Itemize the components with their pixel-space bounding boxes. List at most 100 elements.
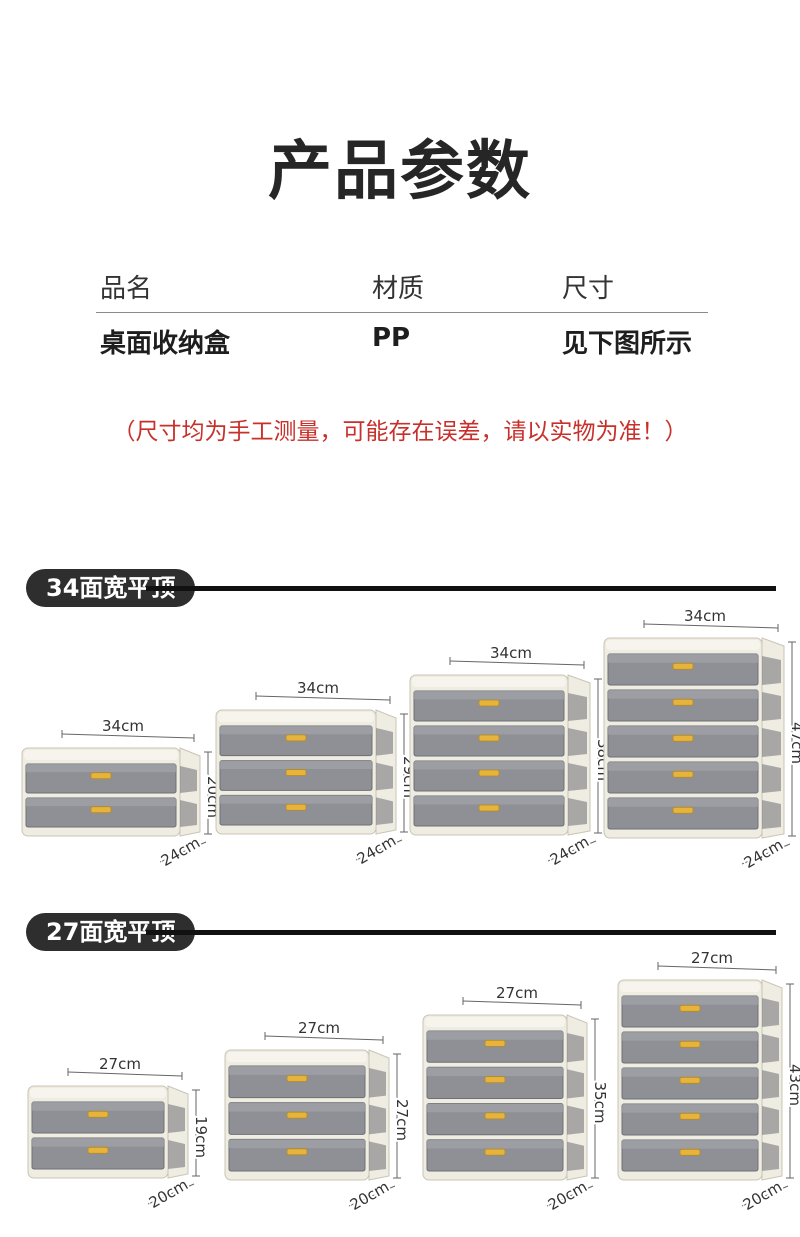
value-size: 见下图所示 bbox=[562, 329, 693, 359]
drawer-handle bbox=[484, 1076, 506, 1084]
unit-top-lid bbox=[425, 1017, 565, 1027]
drawer-side bbox=[376, 762, 393, 791]
drawer-handle bbox=[286, 1148, 308, 1156]
header-size: 尺寸 bbox=[562, 274, 615, 304]
drawer-handle bbox=[672, 734, 694, 742]
drawer-handle bbox=[90, 772, 112, 780]
drawer-side bbox=[762, 656, 781, 685]
drawer-handle bbox=[672, 662, 694, 670]
width-dimension-line bbox=[462, 1000, 582, 1006]
drawer-side bbox=[376, 797, 393, 825]
drawer-shine bbox=[608, 690, 758, 699]
width-dimension-line bbox=[449, 660, 585, 666]
drawer-shine bbox=[229, 1139, 365, 1149]
drawer-side bbox=[762, 1070, 779, 1099]
unit-top-lid bbox=[218, 712, 374, 722]
drawer-shine bbox=[414, 691, 564, 700]
width-dimension-line bbox=[67, 1071, 183, 1077]
drawer-shine bbox=[32, 1138, 164, 1147]
drawer-handle bbox=[679, 1148, 701, 1156]
unit-top-lid bbox=[227, 1052, 367, 1062]
drawer-shine bbox=[622, 1032, 758, 1041]
width-label: 34cm bbox=[490, 644, 532, 662]
drawer-handle bbox=[87, 1110, 109, 1118]
height-label: 35cm bbox=[591, 1082, 609, 1124]
width-dimension-line bbox=[61, 733, 195, 739]
header-material: 材质 bbox=[372, 274, 425, 304]
drawer-side bbox=[762, 1034, 779, 1063]
depth-dimension-line bbox=[355, 839, 403, 861]
depth-dimension-line bbox=[348, 1185, 396, 1207]
width-label: 34cm bbox=[102, 717, 144, 735]
drawer-side bbox=[762, 800, 781, 829]
width-label: 27cm bbox=[298, 1019, 340, 1037]
depth-dimension-line bbox=[546, 1185, 594, 1207]
depth-label: 20cm bbox=[347, 1177, 392, 1214]
drawer-side bbox=[568, 728, 587, 756]
depth-label: 20cm bbox=[146, 1175, 191, 1212]
drawer-side bbox=[762, 764, 781, 793]
width-label: 27cm bbox=[298, 1019, 340, 1037]
drawer-shine bbox=[608, 762, 758, 771]
drawer-side bbox=[762, 998, 779, 1027]
value-name: 桌面收纳盒 bbox=[100, 329, 231, 359]
depth-label: 24cm bbox=[741, 835, 786, 872]
depth-label: 24cm bbox=[354, 831, 399, 868]
drawer-side bbox=[568, 693, 587, 721]
depth-dimension-line bbox=[741, 843, 791, 865]
drawer-handle bbox=[478, 699, 500, 707]
drawer-handle bbox=[285, 734, 307, 742]
drawer-handle bbox=[478, 734, 500, 742]
drawer-side bbox=[567, 1033, 584, 1063]
drawer-shine bbox=[414, 796, 564, 805]
height-label: 19cm bbox=[192, 1116, 210, 1158]
drawer-shine bbox=[229, 1066, 365, 1075]
drawer-shine bbox=[414, 726, 564, 735]
drawer-handle bbox=[484, 1112, 506, 1120]
drawer-shine bbox=[220, 760, 372, 769]
drawer-handle bbox=[484, 1039, 506, 1047]
drawer-handle bbox=[286, 1075, 308, 1082]
unit-top-lid bbox=[412, 677, 566, 687]
width-label: 27cm bbox=[99, 1055, 141, 1073]
width-dimension-line bbox=[264, 1035, 384, 1041]
drawer-side bbox=[567, 1069, 584, 1099]
drawer-side bbox=[567, 1141, 584, 1171]
drawer-shine bbox=[427, 1031, 563, 1040]
height-label: 27cm bbox=[393, 1099, 411, 1141]
drawer-side bbox=[168, 1104, 185, 1133]
drawer-handle bbox=[90, 806, 112, 814]
drawer-side bbox=[762, 728, 781, 757]
width-label: 34cm bbox=[297, 679, 339, 697]
width-label: 34cm bbox=[684, 607, 726, 625]
width-label: 34cm bbox=[102, 717, 144, 735]
height-label: 43cm bbox=[786, 1064, 800, 1106]
drawer-handle bbox=[679, 1076, 701, 1084]
width-label: 34cm bbox=[684, 607, 726, 625]
value-material: PP bbox=[372, 323, 411, 353]
param-divider bbox=[96, 312, 708, 313]
height-label: 47cm bbox=[788, 722, 800, 764]
drawer-side bbox=[369, 1141, 386, 1171]
drawer-shine bbox=[622, 1140, 758, 1149]
depth-label: 24cm bbox=[547, 832, 592, 869]
width-label: 34cm bbox=[297, 679, 339, 697]
section-header-34: 34面宽平顶 bbox=[26, 569, 776, 609]
width-label: 27cm bbox=[496, 984, 538, 1002]
drawer-handle bbox=[484, 1148, 506, 1156]
depth-dimension-line bbox=[159, 841, 207, 863]
drawer-shine bbox=[26, 764, 176, 773]
section-rule bbox=[146, 930, 776, 935]
depth-label: 20cm bbox=[545, 1177, 590, 1214]
drawer-handle bbox=[478, 804, 500, 812]
drawer-handle bbox=[87, 1146, 109, 1154]
unit-top-lid bbox=[606, 640, 760, 650]
page-title: 产品参数 bbox=[268, 135, 532, 209]
